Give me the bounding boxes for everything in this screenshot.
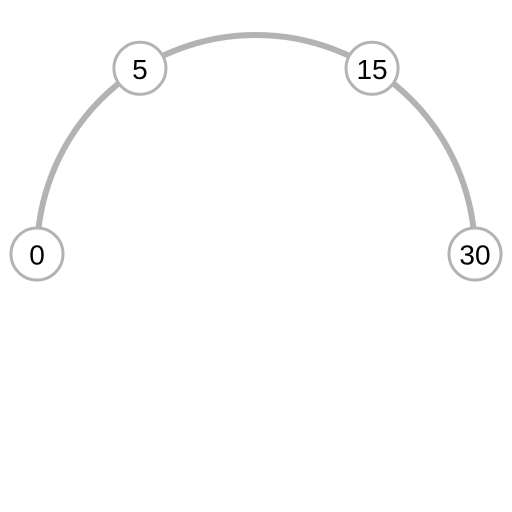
dial-stop-30[interactable]: 30 [447, 226, 503, 282]
dial-stop-label: 15 [356, 54, 387, 85]
dial-stop-0[interactable]: 0 [9, 226, 65, 282]
dial-stop-knob [344, 40, 400, 96]
dial-track [35, 32, 477, 235]
dial-stop-knob [447, 226, 503, 282]
dial-stop-label: 30 [459, 240, 490, 271]
dial-stop-label: 0 [29, 240, 45, 271]
dial-stop-knob [9, 226, 65, 282]
dial-stop-label: 5 [132, 54, 148, 85]
dial-stop-15[interactable]: 15 [344, 40, 400, 96]
dial-stop-5[interactable]: 5 [112, 40, 168, 96]
dial-stop-knob [112, 40, 168, 96]
